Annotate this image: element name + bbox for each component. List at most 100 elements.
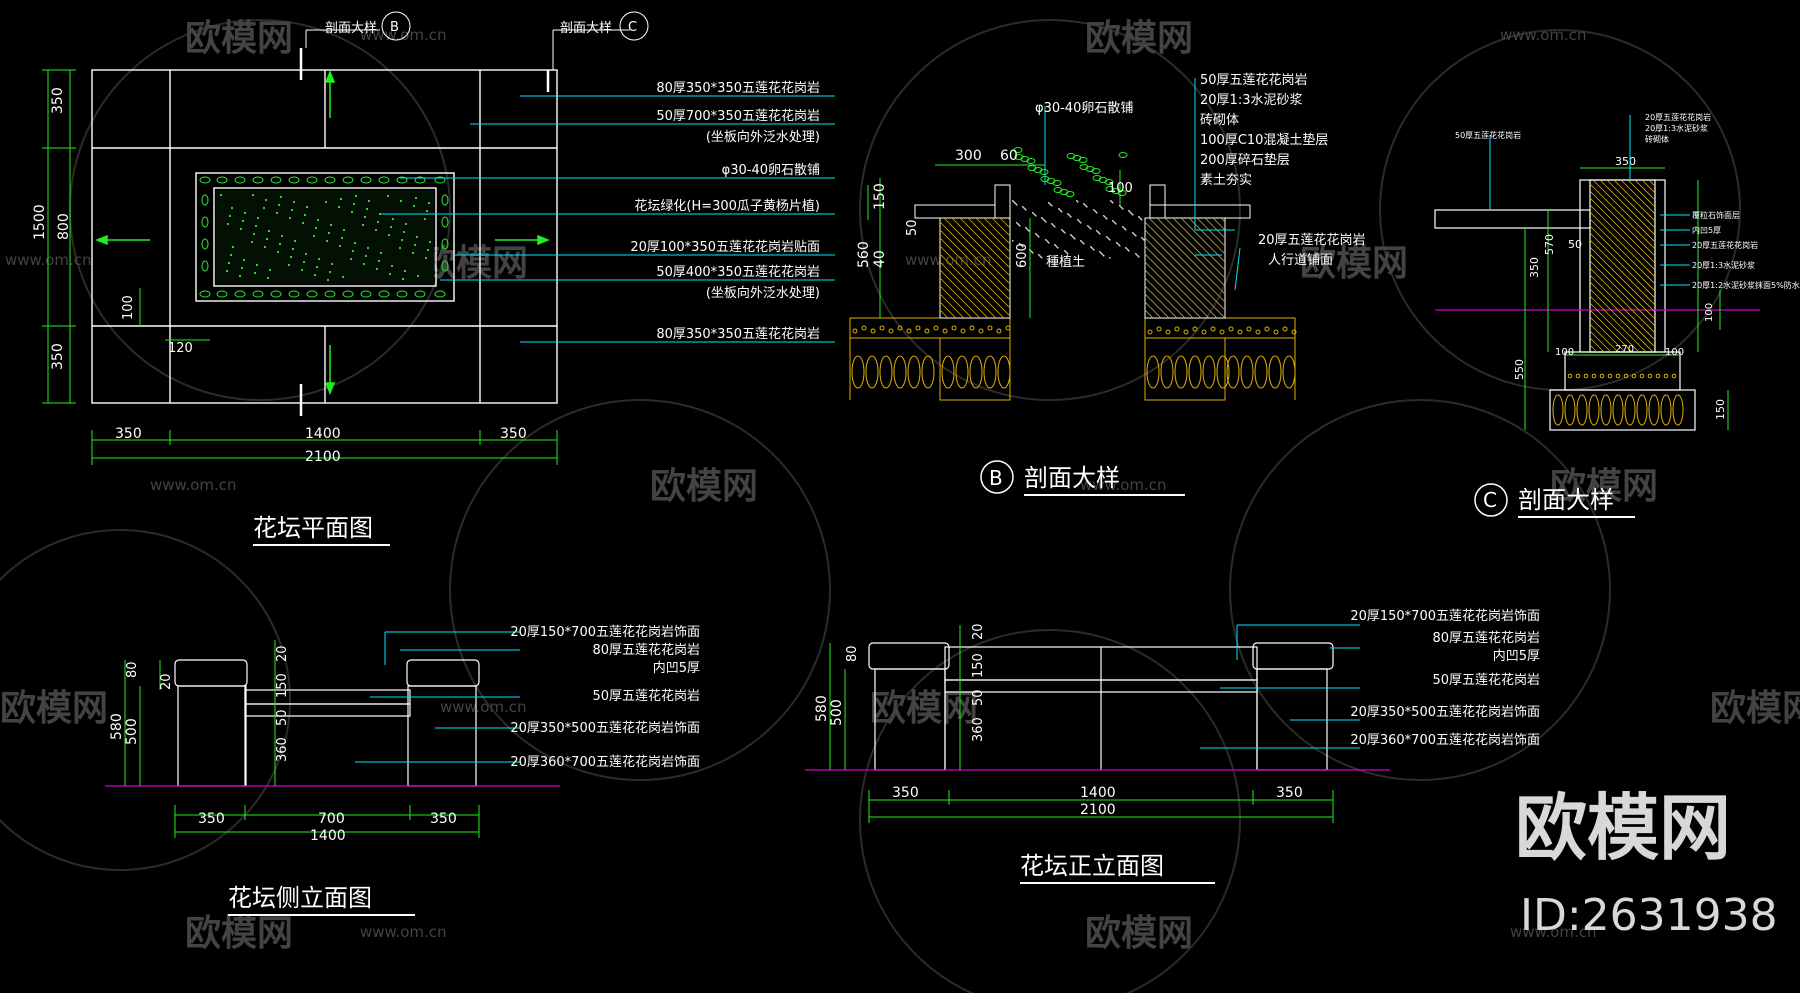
soil-dot [1104, 216, 1106, 218]
soil-dot [1085, 205, 1087, 207]
section-c-marker [619, 11, 649, 41]
gravel-dot [1210, 326, 1216, 332]
gravel-dot [1219, 329, 1225, 335]
soil-dot [1114, 222, 1116, 224]
gravel-stone [851, 355, 865, 389]
soil-dot [1058, 208, 1060, 210]
secb-dim-60: 60 [1000, 148, 1018, 164]
soil-dot [1042, 218, 1044, 220]
planting-speck [342, 276, 344, 278]
dim-inner-120: 120 [168, 341, 193, 356]
section-c-callout-label: 剖面大样 [560, 21, 612, 36]
soil-dot [1019, 243, 1021, 245]
gravel-dot [1255, 329, 1261, 335]
soil-dot [1099, 251, 1101, 253]
side-dim-20b: 20 [275, 645, 290, 662]
section-b-view: 300 60 150 560 40 50 100 600 50厚五莲花花岗岩20… [849, 72, 1366, 496]
soil-dot [1017, 223, 1019, 225]
side-dim-80: 80 [125, 661, 140, 678]
soil-dot [1025, 209, 1027, 211]
side-elevation-title: 花坛侧立面图 [228, 884, 372, 912]
hatch-line [1172, 217, 1226, 271]
gravel-dot [1174, 326, 1180, 332]
gravel-dot [1647, 373, 1653, 379]
planting-speck [317, 219, 319, 221]
soil-dot [1012, 200, 1014, 202]
planting-speck [378, 260, 380, 262]
planting-speck [256, 264, 258, 266]
soil-dot [1112, 202, 1114, 204]
secc-dim-350b: 350 [1528, 257, 1541, 278]
plan-planting-dots [216, 190, 434, 284]
gravel-dot [879, 325, 885, 331]
hatch-line [1589, 232, 1656, 299]
planting-speck [425, 257, 427, 259]
planting-speck [220, 194, 222, 196]
planting-speck [227, 223, 229, 225]
secc-dim-350: 350 [1615, 155, 1636, 168]
hatch-line [1589, 253, 1656, 320]
gravel-dot [1291, 329, 1297, 335]
planting-speck [375, 229, 377, 231]
planting-speck [304, 214, 306, 216]
planting-speck [231, 207, 233, 209]
soil-dot [1065, 251, 1067, 253]
gravel-dot [1246, 326, 1252, 332]
front-dim-360: 360 [971, 717, 986, 742]
planting-speck [377, 221, 379, 223]
soil-dot [1071, 235, 1073, 237]
gravel-dot [996, 328, 1002, 334]
planting-speck [428, 202, 430, 204]
planting-speck [362, 224, 364, 226]
hatch-line [1196, 217, 1226, 247]
soil-dot [1122, 226, 1124, 228]
section-c-notes-group: 50厚五莲花花岗岩20厚五莲花花岗岩20厚1:3水泥砂浆砖砌体覆粒石饰面层内凹5… [1455, 112, 1800, 290]
section-b-marker [381, 11, 411, 41]
soil-dot [1089, 227, 1091, 229]
planting-speck [269, 269, 271, 271]
hatch-line [1627, 179, 1656, 208]
section-c-gravel-stones [1552, 373, 1684, 426]
note-text: 20厚1:3水泥砂浆 [1692, 260, 1755, 270]
soil-dot [1118, 244, 1120, 246]
soil-dot [1137, 255, 1139, 257]
soil-dot [1054, 244, 1056, 246]
gravel-stone [1588, 394, 1600, 426]
section-c-dimensions [1524, 167, 1729, 430]
hatch-line [951, 217, 1011, 277]
soil-dot [1013, 201, 1015, 203]
soil-dot [1076, 200, 1078, 202]
plan-pebble-texture [199, 176, 449, 298]
note-text: (坐板向外泛水处理) [706, 129, 820, 145]
hatch-line [939, 309, 949, 319]
gravel-stone [941, 355, 955, 389]
section-b-mark-text: B [989, 466, 1003, 490]
side-dim-bt: 1400 [310, 828, 346, 844]
section-b-title-mark [980, 460, 1014, 494]
planting-speck [265, 199, 267, 201]
soil-dot [1043, 219, 1045, 221]
soil-dot [1090, 228, 1092, 230]
soil-dot [1080, 222, 1082, 224]
plant-leaf [1014, 154, 1024, 160]
section-b-dimensions [867, 164, 1121, 318]
section-c-view: 350 570 50 350 100 270 550 150 100 100 5… [1434, 112, 1800, 518]
soil-dot [1038, 236, 1040, 238]
plan-title: 花坛平面图 [253, 514, 373, 542]
secc-dim-100: 100 [1555, 347, 1574, 358]
soil-dot [1087, 225, 1089, 227]
hatch-line [1007, 217, 1011, 221]
planting-speck [290, 256, 292, 258]
planting-speck [316, 266, 318, 268]
note-text: 20厚100*350五莲花花岗岩贴面 [630, 239, 820, 255]
planting-speck [254, 272, 256, 274]
watermark-layer: 欧模网 www.om.cn 欧模网 www.om.cn 欧模网 www.om.c… [0, 18, 1800, 993]
gravel-dot [978, 328, 984, 334]
soil-dot [1096, 230, 1098, 232]
gravel-dot [906, 328, 912, 334]
soil-dot [1109, 257, 1111, 259]
soil-dot [1123, 227, 1125, 229]
gravel-stone [1600, 394, 1612, 426]
gravel-dot [1005, 325, 1011, 331]
gravel-stone [1612, 394, 1624, 426]
